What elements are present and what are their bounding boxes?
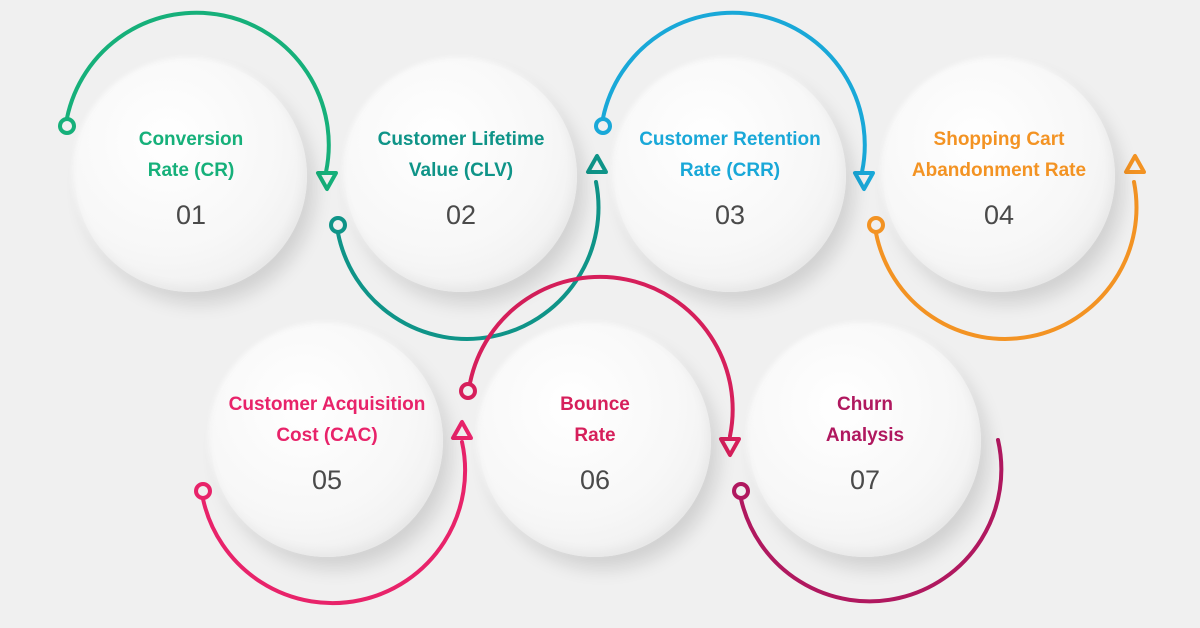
step-06-line1: Bounce — [560, 394, 630, 415]
arc-05-start-dot — [194, 482, 212, 500]
arc-04-arrow — [1124, 154, 1146, 174]
arc-05-arrow — [451, 420, 473, 440]
step-01-circle: Conversion Rate (CR) 01 — [75, 60, 307, 292]
step-07-line2: Analysis — [825, 425, 905, 446]
arc-03-start-dot — [594, 117, 612, 135]
step-02-line2: Value (CLV) — [408, 160, 514, 181]
step-07-number: 07 — [849, 465, 881, 495]
step-06-line2: Rate — [574, 425, 616, 446]
step-03-line1: Customer Retention — [639, 129, 821, 150]
step-07-circle: Churn Analysis 07 — [749, 325, 981, 557]
step-05-number: 05 — [311, 465, 343, 495]
step-03-label: Customer Retention Rate (CRR) — [614, 124, 846, 186]
step-03-number: 03 — [714, 200, 746, 230]
step-01-line1: Conversion — [138, 129, 244, 150]
arc-04 — [874, 180, 1139, 341]
step-02-circle: Customer Lifetime Value (CLV) 02 — [345, 60, 577, 292]
step-05-line1: Customer Acquisition — [228, 394, 426, 415]
arc-05 — [201, 440, 468, 606]
step-02-label: Customer Lifetime Value (CLV) — [345, 124, 577, 186]
step-01-number: 01 — [175, 200, 207, 230]
arc-02 — [336, 180, 601, 341]
step-04-label: Shopping Cart Abandonment Rate — [883, 124, 1115, 186]
arc-06 — [468, 274, 735, 438]
step-05-label: Customer Acquisition Cost (CAC) — [211, 389, 443, 451]
arc-02-start-dot — [329, 216, 347, 234]
step-03-line2: Rate (CRR) — [679, 160, 781, 181]
step-04-circle: Shopping Cart Abandonment Rate 04 — [883, 60, 1115, 292]
step-02-line1: Customer Lifetime — [377, 129, 545, 150]
step-07-line1: Churn — [837, 394, 893, 415]
step-06-number: 06 — [579, 465, 611, 495]
step-06-circle: Bounce Rate 06 — [479, 325, 711, 557]
step-01-line2: Rate (CR) — [147, 160, 235, 181]
step-05-line2: Cost (CAC) — [276, 425, 378, 446]
step-04-line1: Shopping Cart — [933, 129, 1065, 150]
step-02-number: 02 — [445, 200, 477, 230]
arc-07-start-dot — [732, 482, 750, 500]
arc-01-arrow — [316, 171, 338, 191]
step-04-line2: Abandonment Rate — [911, 160, 1087, 181]
step-05-circle: Customer Acquisition Cost (CAC) 05 — [211, 325, 443, 557]
arc-03 — [601, 10, 867, 174]
arc-01-start-dot — [58, 117, 76, 135]
step-06-label: Bounce Rate — [479, 389, 711, 451]
arc-06-arrow — [719, 437, 741, 457]
step-04-number: 04 — [983, 200, 1015, 230]
arc-06-start-dot — [459, 382, 477, 400]
arc-04-start-dot — [867, 216, 885, 234]
arc-02-arrow — [586, 154, 608, 174]
arc-07 — [739, 438, 1004, 604]
arc-03-arrow — [853, 171, 875, 191]
arc-01 — [65, 10, 331, 174]
step-01-label: Conversion Rate (CR) — [75, 124, 307, 186]
step-07-label: Churn Analysis — [749, 389, 981, 451]
step-03-circle: Customer Retention Rate (CRR) 03 — [614, 60, 846, 292]
